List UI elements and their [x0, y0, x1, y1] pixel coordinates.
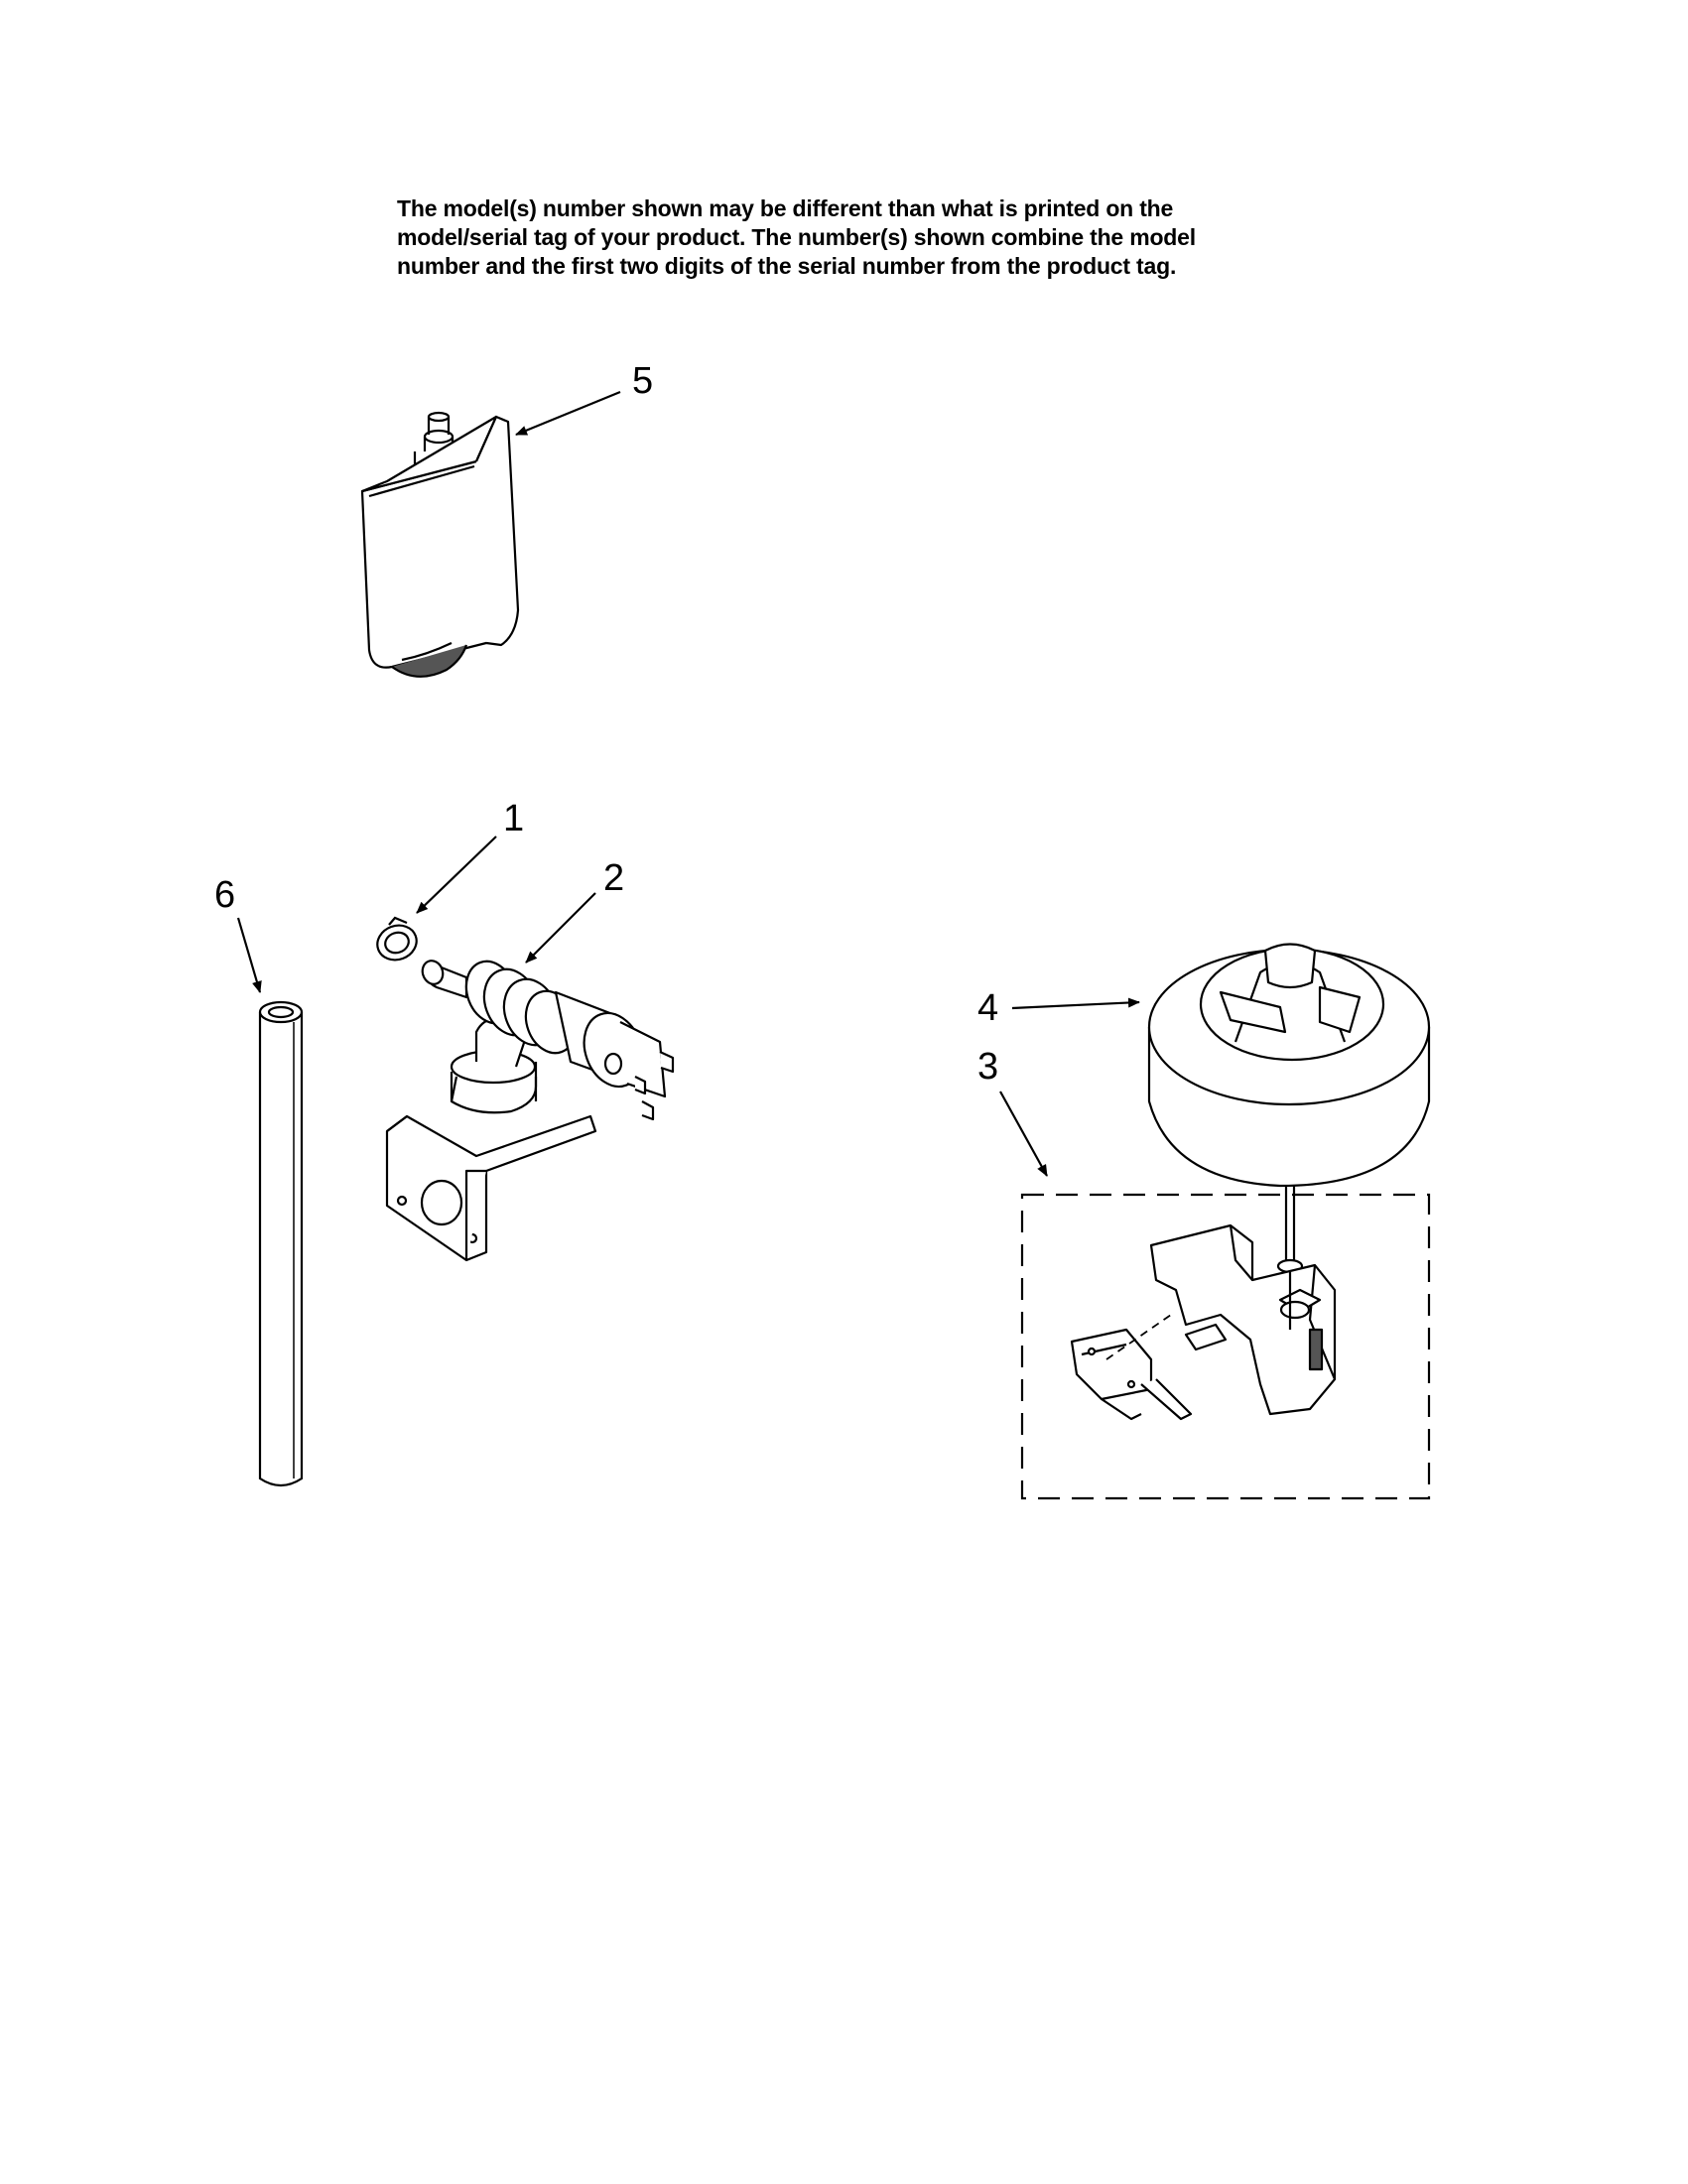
model-number-note: The model(s) number shown may be differe… [397, 194, 1340, 281]
part-6-hose [258, 1000, 304, 1487]
arrow-4 [1011, 997, 1140, 1010]
arrow-6 [236, 917, 262, 993]
part-4-float [1147, 943, 1431, 1274]
callout-3: 3 [977, 1046, 998, 1088]
arrow-3 [999, 1091, 1048, 1177]
callout-6: 6 [214, 874, 235, 916]
callout-1: 1 [503, 798, 524, 839]
callout-2: 2 [603, 857, 624, 899]
arrow-5 [515, 390, 621, 437]
callout-4: 4 [977, 987, 998, 1029]
part-2-inlet-valve [385, 960, 675, 1262]
arrow-2 [525, 892, 596, 964]
note-line-3: number and the first two digits of the s… [397, 253, 1177, 279]
part-1-clamp [376, 916, 418, 962]
callout-5: 5 [632, 360, 653, 402]
note-line-2: model/serial tag of your product. The nu… [397, 224, 1196, 250]
part-5-housing [360, 411, 520, 678]
callout-arrows [236, 390, 1140, 1177]
part-3-float-switch-assembly [1020, 1193, 1431, 1500]
note-line-1: The model(s) number shown may be differe… [397, 195, 1174, 221]
arrow-1 [416, 835, 497, 914]
